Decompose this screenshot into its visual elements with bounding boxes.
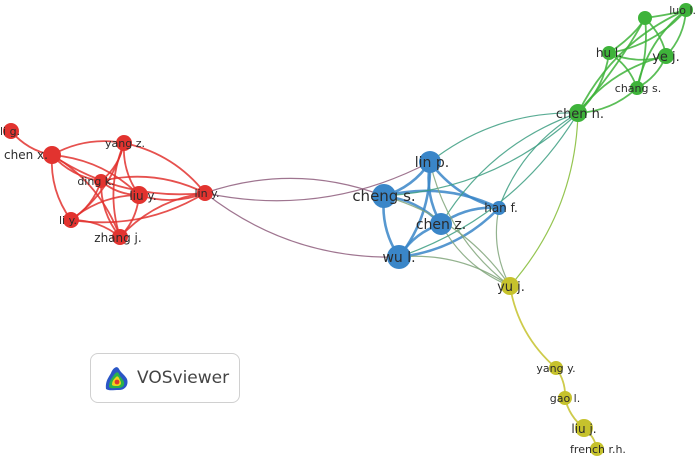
node-label-yang-z: yang z. [105,137,145,150]
node-zhang-j[interactable] [112,229,128,245]
node-chen-h[interactable] [569,104,587,122]
node-label-chen-h: chen h. [556,107,604,122]
node-label-li-y: li y. [59,214,77,227]
edge-chen-x-liu-y [51,154,140,196]
edge-chen-z-yu-j [440,223,511,287]
edge-lin-y-wu-l [204,192,400,258]
edge-chen-x-lin-y [51,154,206,196]
edge-zhang-j-lin-y [119,192,206,238]
node-label-chang-s: chang s. [615,82,661,95]
node-label-french-rh: french r.h. [570,443,626,456]
node-lin-p[interactable] [419,151,441,173]
node-label-li-g: li g. [0,125,20,138]
node-green-unlabeled[interactable] [638,11,652,25]
labels-layer: li g. chen x. yang z. ding k. liu y. li y. zha… [0,4,696,456]
edge-chen-h-luo-l [577,9,687,114]
node-label-chen-x: chen x. [4,148,48,162]
edge-yang-z-lin-y [123,142,206,194]
node-label-yu-j: yu j. [497,280,525,295]
node-label-lin-p: lin p. [415,155,449,171]
edge-wu-l-yu-j [398,255,511,287]
node-chen-x[interactable] [43,146,61,164]
node-french-rh[interactable] [590,442,604,456]
node-yu-j[interactable] [501,277,519,295]
edge-han-f-yu-j [495,207,511,287]
node-hu-l[interactable] [602,46,616,60]
vosviewer-logo-icon [105,367,128,391]
node-liu-j[interactable] [575,419,593,437]
node-li-y[interactable] [63,212,79,228]
edge-lin-y-lin-p [204,161,431,202]
node-label-cheng-s: cheng s. [352,187,415,205]
node-chen-z[interactable] [430,213,452,235]
node-han-f[interactable] [492,201,506,215]
edge-lin-p-yu-j [429,161,511,287]
node-label-hu-l: hu l. [596,46,622,60]
node-yang-z[interactable] [116,135,132,151]
node-label-yang-y: yang y. [536,362,575,375]
node-lin-y[interactable] [197,185,213,201]
edge-yu-j-yang-y [509,285,557,369]
node-cheng-s[interactable] [372,184,396,208]
vosviewer-brand-text: VOSviewer [137,368,230,388]
nodes-layer[interactable] [3,3,693,456]
edge-chen-z-chen-h [440,112,579,225]
edge-cheng-s-chen-h [383,112,579,197]
node-luo-l[interactable] [679,3,693,17]
node-label-liu-y: liu y. [129,189,156,203]
edge-ding-k-lin-y [100,175,206,194]
node-label-ye-j: ye j. [652,50,680,65]
edge-green-extra-chen-h [577,17,646,114]
node-label-liu-j: liu j. [571,422,596,436]
node-ye-j[interactable] [658,48,674,64]
edge-cheng-s-yu-j [383,195,511,287]
node-li-g[interactable] [3,123,19,139]
node-chang-s[interactable] [630,81,644,95]
node-label-luo-l: luo l. [669,4,696,17]
edge-wu-l-chen-h [398,112,579,258]
node-label-lin-y: lin y. [194,187,219,200]
edge-lin-p-chen-h [429,112,579,163]
vosviewer-logo: VOSviewer [90,353,240,403]
edge-han-f-chen-h [498,112,579,209]
node-label-han-f: han f. [484,201,518,215]
node-label-ding-k: ding k. [77,175,114,188]
node-label-wu-l: wu l. [382,250,415,266]
node-label-chen-z: chen z. [416,217,466,233]
edge-cheng-s-han-f [382,189,501,210]
node-yang-y[interactable] [549,361,563,375]
node-gao-l[interactable] [558,391,572,405]
node-label-zhang-j: zhang j. [94,231,141,245]
edge-chen-h-yu-j [509,112,579,287]
node-ding-k[interactable] [94,174,108,188]
edge-wu-l-han-f [397,206,501,259]
node-wu-l[interactable] [387,245,411,269]
node-label-gao-l: gao l. [550,392,581,405]
edge-lin-y-cheng-s [204,177,385,197]
edge-hu-l-luo-l [608,9,687,54]
node-liu-y[interactable] [130,186,148,204]
